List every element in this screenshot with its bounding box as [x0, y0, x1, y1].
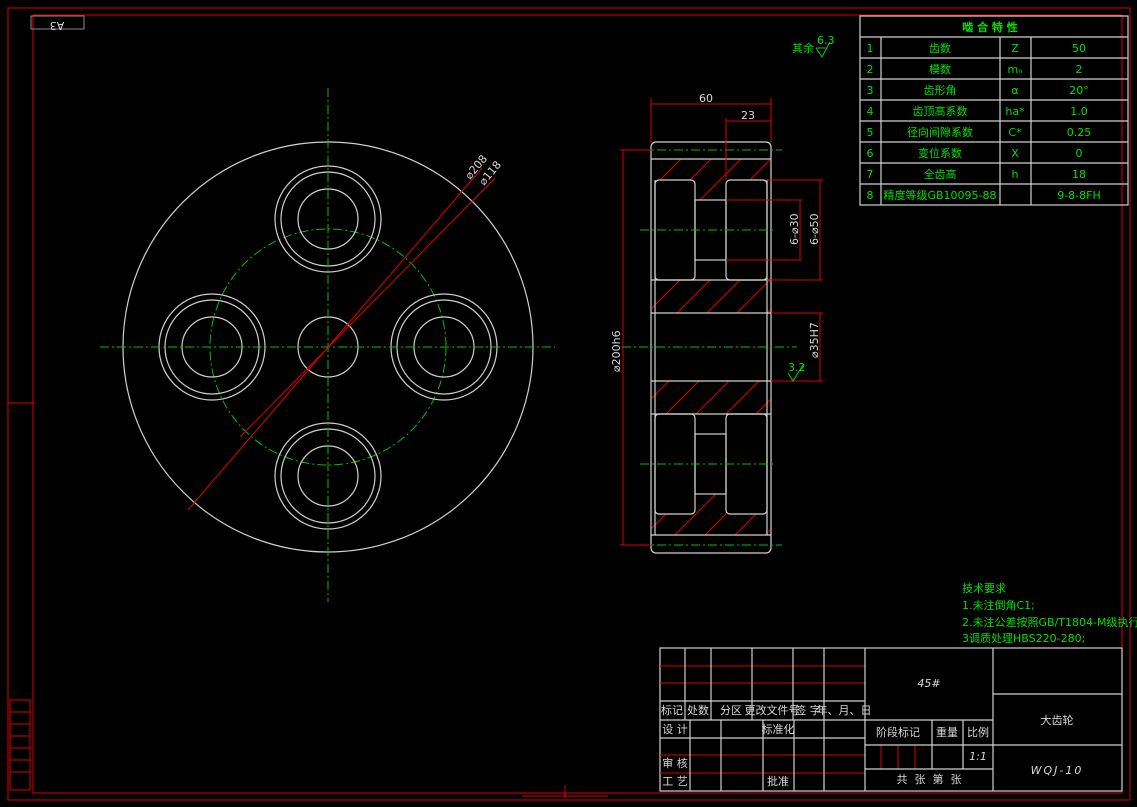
svg-text:其余: 其余: [792, 41, 814, 55]
parameter-value: 18: [1072, 168, 1086, 181]
process-label: 工 艺: [662, 775, 688, 788]
bore-label: ⌀35H7: [808, 322, 821, 358]
material: 45#: [917, 677, 940, 690]
format-mark: A3: [50, 19, 65, 32]
row-number: 5: [867, 126, 874, 139]
row-number: 4: [867, 105, 874, 118]
standard-label: 标准化: [762, 722, 795, 736]
parameter-symbol: α: [1011, 84, 1018, 97]
format-mark-box: A3: [30, 15, 85, 32]
parameter-value: 0.25: [1067, 126, 1092, 139]
boss-dimension: 23: [741, 109, 755, 122]
approve-label: 批准: [767, 774, 789, 788]
title-block: 标记 处数 分区 更改文件号 签 字 年、月、日 设 计 标准化 审 核 工 艺…: [659, 647, 1123, 792]
tech-req-item: 2.未注公差按照GB/T1804-M级执行;: [962, 615, 1137, 629]
review-label: 审 核: [662, 756, 688, 770]
svg-text:6.3: 6.3: [817, 34, 835, 47]
parameter-value: 1.0: [1070, 105, 1088, 118]
header-count: 处数: [687, 704, 709, 717]
parameter-symbol: ha*: [1005, 105, 1025, 118]
parameter-symbol: X: [1011, 147, 1019, 160]
weight-label: 重量: [936, 725, 958, 739]
parameter-value: 50: [1072, 42, 1086, 55]
sheet-count: 共 张 第 张: [897, 772, 962, 786]
small-hole-label: 6-⌀30: [788, 213, 801, 245]
header-signature: 签 字: [795, 703, 821, 717]
parameter-symbol: Z: [1011, 42, 1019, 55]
shaft-diameter-label: ⌀200h6: [610, 330, 623, 372]
parameter-name: 全齿高: [924, 167, 957, 181]
tech-req-item: 1.未注倒角C1;: [962, 598, 1035, 612]
parameter-name: 齿顶高系数: [913, 104, 968, 118]
design-label: 设 计: [662, 723, 688, 736]
part-name: 大齿轮: [1041, 713, 1074, 727]
header-mark: 标记: [661, 703, 683, 717]
row-number: 3: [867, 84, 874, 97]
parameter-name: 精度等级GB10095-88: [883, 188, 996, 202]
large-hole-label: 6-⌀50: [808, 213, 821, 245]
parameter-value: 0: [1076, 147, 1083, 160]
front-view: ⌀208 ⌀118: [100, 88, 555, 602]
other-roughness-note: 其余 6.3: [792, 34, 835, 58]
tech-req-title: 技术要求: [962, 582, 1006, 595]
width-dimension: 60: [699, 92, 713, 105]
parameter-name: 模数: [929, 63, 951, 76]
scale-label: 比例: [967, 725, 989, 739]
parameter-name: 径向间隙系数: [907, 125, 973, 139]
tech-req-item: 3调质处理HBS220-280;: [962, 632, 1085, 645]
row-number: 7: [867, 168, 874, 181]
parameter-symbol: h: [1012, 168, 1019, 181]
row-number: 2: [867, 63, 874, 76]
parameter-value: 2: [1076, 63, 1083, 76]
parameter-symbol: C*: [1008, 126, 1022, 139]
parameter-value: 9-8-8FH: [1057, 189, 1101, 202]
header-date: 年、月、日: [817, 703, 872, 717]
svg-text:3.2: 3.2: [788, 361, 806, 374]
row-number: 8: [867, 189, 874, 202]
scale-value: 1:1: [969, 750, 987, 763]
mesh-table-title: 啮 合 特 性: [962, 20, 1018, 34]
header-zone: 分区: [720, 704, 742, 717]
parameter-symbol: mₙ: [1007, 63, 1022, 76]
section-view: 60 23 ⌀200h6 6-⌀30 6-⌀50 ⌀35H7 3.2: [610, 92, 823, 554]
header-change-doc: 更改文件号: [745, 703, 800, 717]
drawing-number: WQJ-10: [1031, 764, 1084, 777]
parameter-name: 齿数: [929, 42, 951, 55]
roughness-symbol: 3.2: [787, 361, 806, 382]
row-number: 1: [867, 42, 874, 55]
stage-label: 阶段标记: [876, 725, 920, 739]
parameter-name: 齿形角: [924, 84, 957, 97]
technical-requirements: 技术要求 1.未注倒角C1; 2.未注公差按照GB/T1804-M级执行; 3调…: [962, 582, 1137, 645]
row-number: 6: [867, 147, 874, 160]
side-stamp-strip: [9, 699, 31, 791]
drawing-frame: [7, 7, 1131, 801]
parameter-value: 20°: [1069, 84, 1089, 97]
parameter-name: 变位系数: [918, 146, 962, 160]
